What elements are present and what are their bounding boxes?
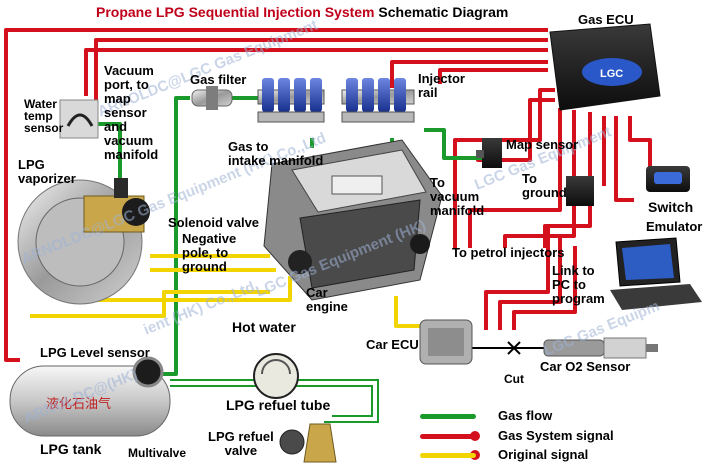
- label-to-ground: To ground: [522, 171, 567, 200]
- switch-part: [646, 166, 690, 192]
- legend-swatch-gas-signal: [420, 434, 476, 439]
- label-link-to-pc: Link to PC to program: [552, 263, 605, 306]
- car-ecu-part: [419, 319, 473, 365]
- injector-rail-1: [257, 78, 325, 123]
- ecu-logo-text: LGC: [600, 68, 623, 80]
- label-lpg-tank: LPG tank: [40, 441, 102, 457]
- label-car-ecu: Car ECU: [366, 337, 419, 352]
- map-sensor-part: [476, 138, 502, 168]
- refuel-valve-part: [279, 423, 337, 463]
- label-gas-filter: Gas filter: [190, 72, 247, 87]
- label-lpg-level-sensor: LPG Level sensor: [40, 345, 150, 360]
- label-lpg-refuel-valve: LPG refuel valve: [208, 429, 274, 458]
- tank-marking-text: 液化石油气: [46, 396, 111, 412]
- label-injector-rail: Injector rail: [418, 71, 465, 100]
- legend-label: Gas System signal: [498, 428, 614, 443]
- label-to-vacuum-manifold: To vacuum manifold: [430, 175, 485, 218]
- label-emulator: Emulator: [646, 219, 703, 234]
- label-hot-water: Hot water: [232, 319, 296, 335]
- gas-system-signal-wires: [4, 28, 652, 362]
- o2-sensor-part: [543, 337, 658, 359]
- diagram-title: Propane LPG Sequential Injection System …: [96, 4, 508, 20]
- label-cut: Cut: [504, 372, 524, 386]
- lpg-tank-part: 液化石油气: [9, 356, 171, 437]
- title-part-1: Propane LPG Sequential Injection System: [96, 4, 375, 20]
- label-car-o2-sensor: Car O2 Sensor: [540, 359, 631, 374]
- label-gas-to-intake: Gas to intake manifold: [228, 139, 324, 168]
- legend-swatch-original-signal: [420, 453, 476, 458]
- car-engine-part: [263, 139, 443, 301]
- label-multivalve: Multivalve: [128, 446, 187, 460]
- gas-filter-part: [191, 86, 233, 110]
- lpg-vaporizer-part: [17, 178, 150, 305]
- label-water-temp-sensor: Water temp sensor: [24, 97, 64, 135]
- label-to-petrol-injectors: To petrol injectors: [452, 245, 565, 260]
- label-gas-ecu: Gas ECU: [578, 12, 634, 27]
- label-solenoid-valve: Solenoid valve: [168, 215, 260, 230]
- legend-label: Original signal: [498, 447, 589, 462]
- label-map-sensor: Map sensor: [506, 137, 579, 152]
- legend-swatch-gas-flow: [420, 414, 476, 419]
- water-temp-sensor-part: [59, 99, 99, 139]
- label-car-engine: Car engine: [306, 285, 348, 314]
- legend-label: Gas flow: [498, 408, 553, 423]
- injector-rail-2: [341, 78, 415, 123]
- label-switch: Switch: [648, 199, 694, 215]
- label-negative-pole: Negative pole, to ground: [182, 231, 237, 274]
- gas-ecu-unit: LGC: [549, 23, 661, 111]
- label-vacuum-port: Vacuum port, to map sensor and vacuum ma…: [104, 63, 159, 162]
- laptop-part: [610, 237, 702, 310]
- ground-module-part: [566, 176, 594, 206]
- refuel-tube-part: [253, 353, 299, 399]
- label-lpg-refuel-tube: LPG refuel tube: [226, 397, 331, 413]
- label-lpg-vaporizer: LPG vaporizer: [18, 157, 76, 186]
- title-part-2: Schematic Diagram: [374, 4, 509, 20]
